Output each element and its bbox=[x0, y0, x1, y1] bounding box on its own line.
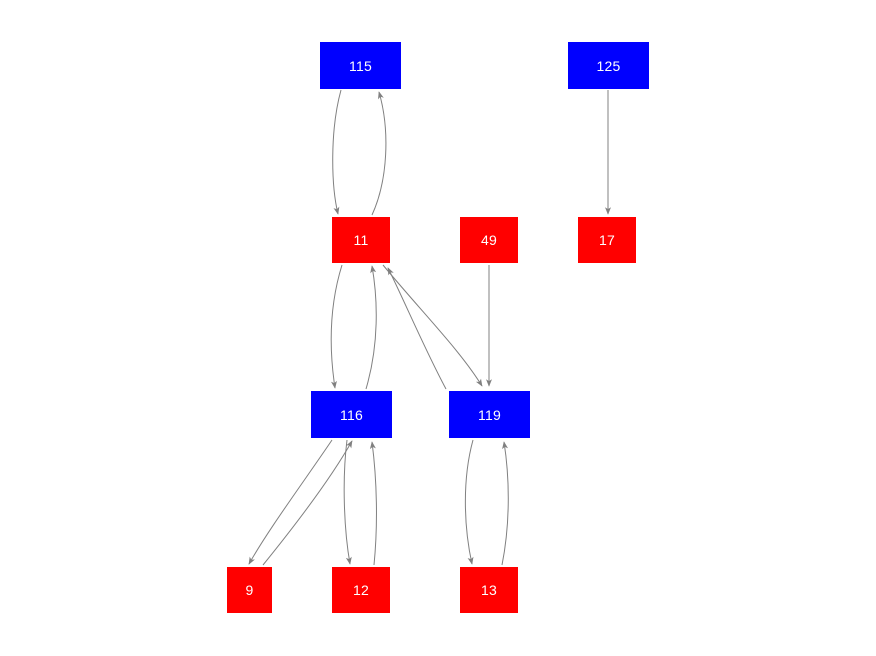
graph-node-12[interactable]: 12 bbox=[332, 567, 390, 613]
graph-edge-116-to-11 bbox=[365, 265, 377, 390]
graph-node-label: 17 bbox=[599, 232, 615, 248]
graph-node-116[interactable]: 116 bbox=[311, 391, 392, 438]
graph-edge-13-to-119 bbox=[501, 441, 509, 566]
graph-node-label: 9 bbox=[245, 582, 254, 598]
graph-node-119[interactable]: 119 bbox=[449, 391, 530, 438]
graph-edge-11-to-115 bbox=[371, 91, 387, 216]
graph-node-49[interactable]: 49 bbox=[460, 217, 518, 263]
graph-node-label: 49 bbox=[481, 232, 497, 248]
graph-node-label: 13 bbox=[481, 582, 497, 598]
graph-edge-11-to-116 bbox=[330, 264, 343, 389]
graph-node-label: 12 bbox=[353, 582, 369, 598]
graph-edge-116-to-12 bbox=[343, 439, 352, 565]
graph-node-13[interactable]: 13 bbox=[460, 567, 518, 613]
graph-edge-116-to-9 bbox=[248, 439, 333, 565]
graph-node-115[interactable]: 115 bbox=[320, 42, 401, 89]
graph-edge-119-to-13 bbox=[464, 439, 474, 565]
graph-edge-9-to-116 bbox=[262, 440, 353, 566]
graph-edge-12-to-116 bbox=[369, 441, 377, 566]
graph-node-label: 115 bbox=[349, 57, 372, 74]
graph-node-11[interactable]: 11 bbox=[332, 217, 390, 263]
graph-node-125[interactable]: 125 bbox=[568, 42, 649, 89]
graph-edges bbox=[248, 89, 612, 566]
graph-edge-11-to-119 bbox=[382, 264, 483, 387]
graph-node-9[interactable]: 9 bbox=[227, 567, 272, 613]
graph-node-label: 119 bbox=[478, 406, 501, 423]
graph-node-label: 11 bbox=[353, 232, 369, 248]
graph-edge-119-to-11 bbox=[387, 267, 447, 390]
graph-node-label: 125 bbox=[596, 57, 621, 74]
graph-node-label: 116 bbox=[340, 406, 363, 423]
graph-edge-115-to-11 bbox=[332, 89, 342, 215]
graph-node-17[interactable]: 17 bbox=[578, 217, 636, 263]
